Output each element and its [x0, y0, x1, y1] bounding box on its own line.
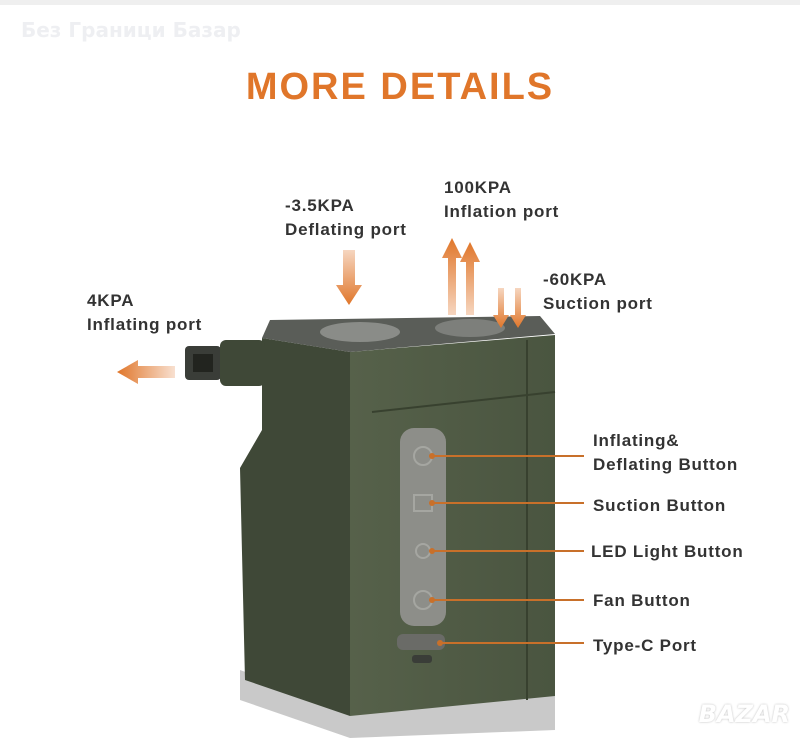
bazar-logo: BAZAR [698, 700, 790, 728]
inflation-text: Inflation port [444, 202, 560, 221]
inflating-port-label: 4KPA Inflating port [87, 289, 202, 337]
page-title: MORE DETAILS [245, 66, 555, 108]
suction-button-label: Suction Button [593, 496, 727, 515]
inflating-text: Inflating port [87, 315, 203, 334]
type-c-port-label: Type-C Port [593, 636, 697, 655]
deflating-port-label: -3.5KPA Deflating port [285, 194, 407, 242]
deflating-arrow [336, 250, 362, 305]
bottom-light [240, 670, 555, 738]
deflating-text: Deflating port [285, 220, 407, 239]
inflation-arrow-2 [460, 242, 480, 315]
fan-button-label: Fan Button [593, 591, 691, 610]
suction-value: -60KPA [543, 270, 608, 289]
inflation-value: 100KPA [444, 178, 512, 197]
type-c-port [397, 634, 445, 650]
label-line-2: Deflating Button [593, 455, 738, 474]
inflation-arrow-1 [442, 238, 462, 315]
inflate-deflate-button-label: Inflating& Deflating Button [593, 429, 738, 477]
inflating-arrow [117, 360, 175, 384]
suction-arrow-2 [510, 288, 526, 328]
led-button-label: LED Light Button [591, 542, 744, 561]
suction-text: Suction port [543, 294, 653, 313]
deflating-value: -3.5KPA [285, 196, 355, 215]
inflating-value: 4KPA [87, 291, 135, 310]
inflation-port-label: 100KPA Inflation port [444, 176, 559, 224]
watermark: Без Граници Базар [21, 18, 241, 42]
suction-port-label: -60KPA Suction port [543, 268, 653, 316]
button-panel [400, 428, 446, 626]
top-bar [0, 0, 800, 5]
pump-front-face [350, 335, 555, 716]
label-line-1: Inflating& [593, 431, 680, 450]
pump-left-side [240, 338, 350, 716]
suction-arrow-1 [493, 288, 509, 328]
